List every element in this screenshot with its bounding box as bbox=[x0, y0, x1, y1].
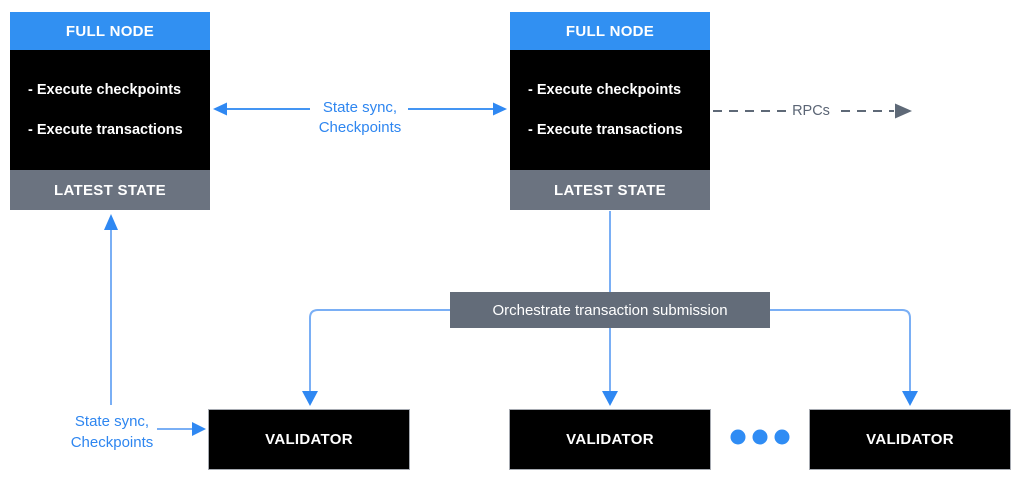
rpcs-label: RPCs bbox=[786, 102, 836, 120]
full-node-left-body: - Execute checkpoints - Execute transact… bbox=[10, 50, 210, 170]
state-sync-bottom-label: State sync, Checkpoints bbox=[48, 411, 176, 453]
full-node-right-title: FULL NODE bbox=[510, 12, 710, 50]
state-sync-bottom-label-line2: Checkpoints bbox=[70, 434, 154, 451]
state-sync-bottom-label-line1: State sync, bbox=[74, 413, 150, 430]
state-sync-top-label-line2: Checkpoints bbox=[318, 119, 402, 136]
full-node-left-title: FULL NODE bbox=[10, 12, 210, 50]
orchestrate-to-validator-3-arrow bbox=[770, 309, 918, 406]
orchestrate-box: Orchestrate transaction submission bbox=[450, 292, 770, 328]
full-node-left-latest-state: LATEST STATE bbox=[10, 170, 210, 210]
full-node-left: FULL NODE - Execute checkpoints - Execut… bbox=[10, 12, 210, 210]
validator-1: VALIDATOR bbox=[208, 409, 410, 470]
orchestrate-to-validator-1-arrow bbox=[302, 309, 450, 406]
full-node-right: FULL NODE - Execute checkpoints - Execut… bbox=[510, 12, 710, 210]
state-sync-right-arrow bbox=[157, 422, 206, 436]
state-sync-top-label-line1: State sync, bbox=[322, 99, 398, 116]
validator-3: VALIDATOR bbox=[809, 409, 1011, 470]
rpcs-dashed-arrow bbox=[713, 103, 912, 119]
full-node-right-body: - Execute checkpoints - Execute transact… bbox=[510, 50, 710, 170]
full-node-left-item-1: - Execute checkpoints bbox=[28, 82, 182, 98]
full-node-right-latest-state: LATEST STATE bbox=[510, 170, 710, 210]
orchestrate-to-validator-2-arrow bbox=[602, 328, 618, 406]
more-validators-ellipsis-dots bbox=[730, 429, 790, 445]
state-sync-top-label: State sync, Checkpoints bbox=[300, 98, 420, 138]
validator-2: VALIDATOR bbox=[509, 409, 711, 470]
state-sync-double-arrow bbox=[213, 102, 507, 116]
full-node-left-item-2: - Execute transactions bbox=[28, 122, 183, 138]
full-node-right-item-1: - Execute checkpoints bbox=[528, 82, 682, 98]
state-sync-up-arrow bbox=[104, 214, 118, 405]
full-node-right-item-2: - Execute transactions bbox=[528, 122, 683, 138]
